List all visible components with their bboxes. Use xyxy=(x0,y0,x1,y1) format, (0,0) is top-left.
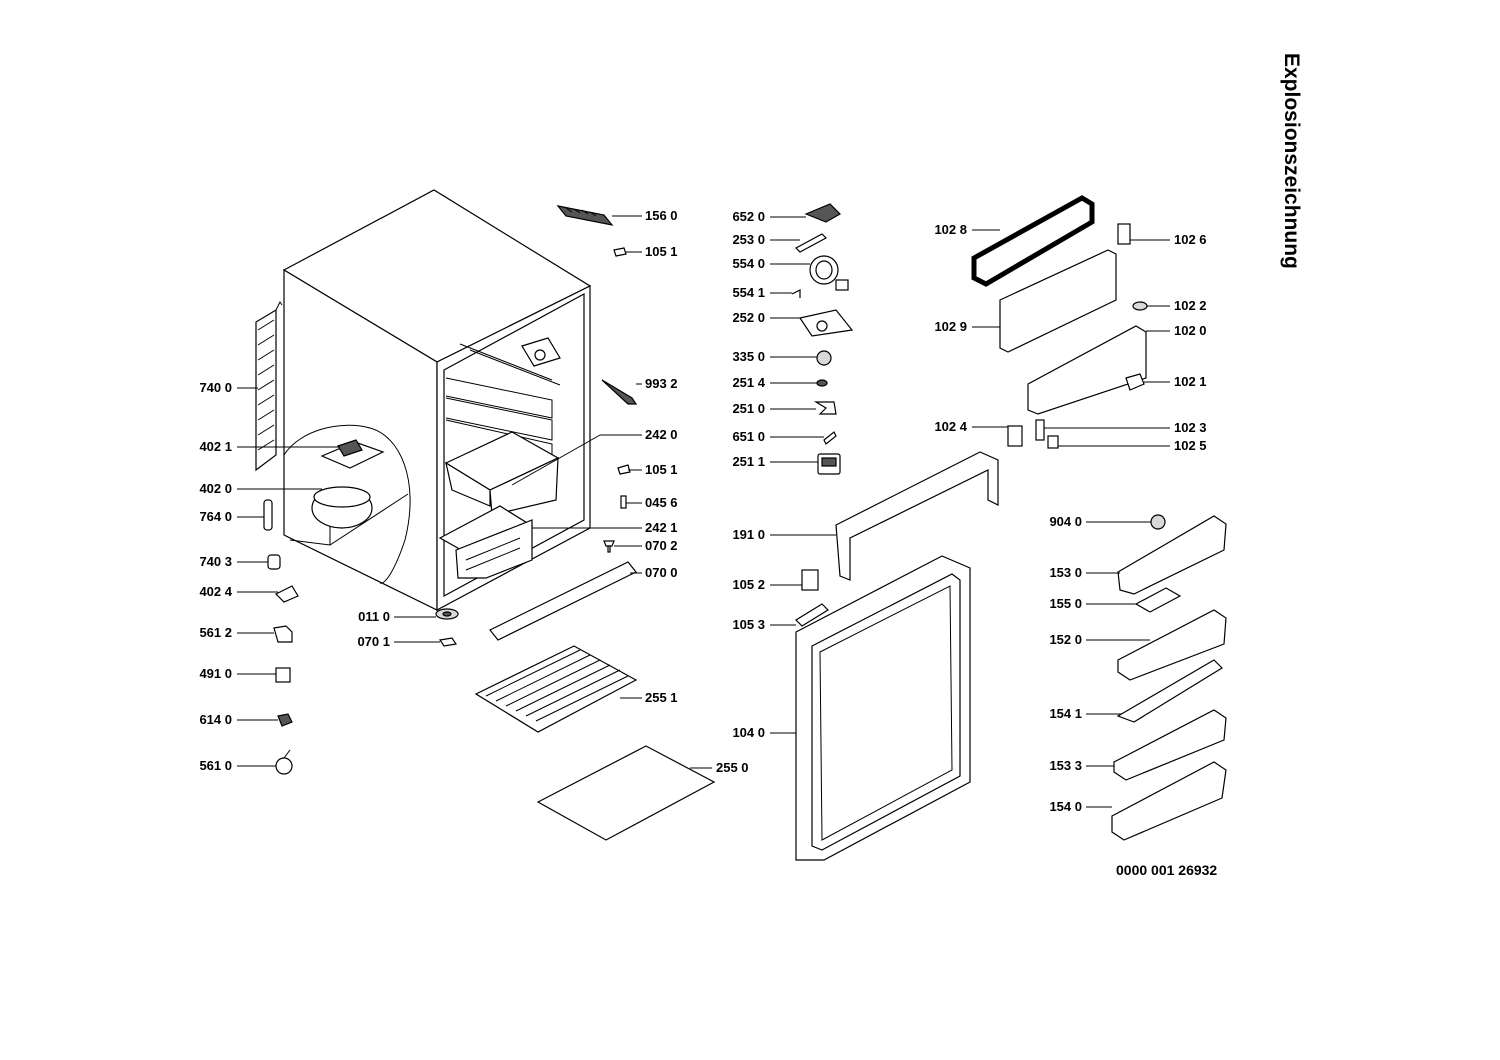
label-070-2: 070 2 xyxy=(645,538,678,553)
label-764-0: 764 0 xyxy=(199,509,232,524)
label-070-0: 070 0 xyxy=(645,565,678,580)
label-152-0: 152 0 xyxy=(1049,632,1082,647)
label-154-0: 154 0 xyxy=(1049,799,1082,814)
label-402-1: 402 1 xyxy=(199,439,232,454)
label-993-2: 993 2 xyxy=(645,376,678,391)
label-102-3: 102 3 xyxy=(1174,420,1207,435)
label-102-5: 102 5 xyxy=(1174,438,1207,453)
label-652-0: 652 0 xyxy=(732,209,765,224)
label-153-3: 153 3 xyxy=(1049,758,1082,773)
label-740-0: 740 0 xyxy=(199,380,232,395)
label-102-0: 102 0 xyxy=(1174,323,1207,338)
label-255-1: 255 1 xyxy=(645,690,678,705)
label-251-4: 251 4 xyxy=(732,375,765,390)
label-614-0: 614 0 xyxy=(199,712,232,727)
label-011-0: 011 0 xyxy=(358,609,390,624)
label-335-0: 335 0 xyxy=(732,349,765,364)
left-small-parts xyxy=(263,499,299,775)
document-number: 0000 001 26932 xyxy=(1116,862,1218,878)
leader-lines xyxy=(237,215,1170,808)
label-253-0: 253 0 xyxy=(732,232,765,247)
right-small-parts xyxy=(971,195,1227,841)
label-104-0: 104 0 xyxy=(732,725,765,740)
label-105-1-b: 105 1 xyxy=(645,462,678,477)
label-491-0: 491 0 xyxy=(199,666,232,681)
label-153-0: 153 0 xyxy=(1049,565,1082,580)
label-651-0: 651 0 xyxy=(732,429,765,444)
label-070-1: 070 1 xyxy=(357,634,390,649)
label-740-3: 740 3 xyxy=(199,554,232,569)
label-102-8: 102 8 xyxy=(934,222,967,237)
label-102-4: 102 4 xyxy=(934,419,967,434)
label-402-4: 402 4 xyxy=(199,584,232,599)
label-154-1: 154 1 xyxy=(1049,706,1082,721)
label-105-2: 105 2 xyxy=(732,577,765,592)
label-252-0: 252 0 xyxy=(732,310,765,325)
label-156-0: 156 0 xyxy=(645,208,678,223)
label-045-6: 045 6 xyxy=(645,495,678,510)
label-155-0: 155 0 xyxy=(1049,596,1082,611)
label-102-2: 102 2 xyxy=(1174,298,1207,313)
label-102-9: 102 9 xyxy=(934,319,967,334)
label-242-0: 242 0 xyxy=(645,427,678,442)
middle-small-parts xyxy=(791,203,999,861)
cabinet-small-parts xyxy=(435,205,716,841)
label-191-0: 191 0 xyxy=(732,527,765,542)
label-102-6: 102 6 xyxy=(1174,232,1207,247)
label-102-1: 102 1 xyxy=(1174,374,1207,389)
label-251-1: 251 1 xyxy=(732,454,765,469)
label-554-1: 554 1 xyxy=(732,285,765,300)
label-561-2: 561 2 xyxy=(199,625,232,640)
label-255-0: 255 0 xyxy=(716,760,749,775)
label-105-3: 105 3 xyxy=(732,617,765,632)
label-904-0: 904 0 xyxy=(1049,514,1082,529)
label-251-0: 251 0 xyxy=(732,401,765,416)
label-105-1-a: 105 1 xyxy=(645,244,678,259)
label-554-0: 554 0 xyxy=(732,256,765,271)
fridge-cabinet xyxy=(255,189,592,612)
label-242-1: 242 1 xyxy=(645,520,678,535)
label-561-0: 561 0 xyxy=(199,758,232,773)
label-402-0: 402 0 xyxy=(199,481,232,496)
